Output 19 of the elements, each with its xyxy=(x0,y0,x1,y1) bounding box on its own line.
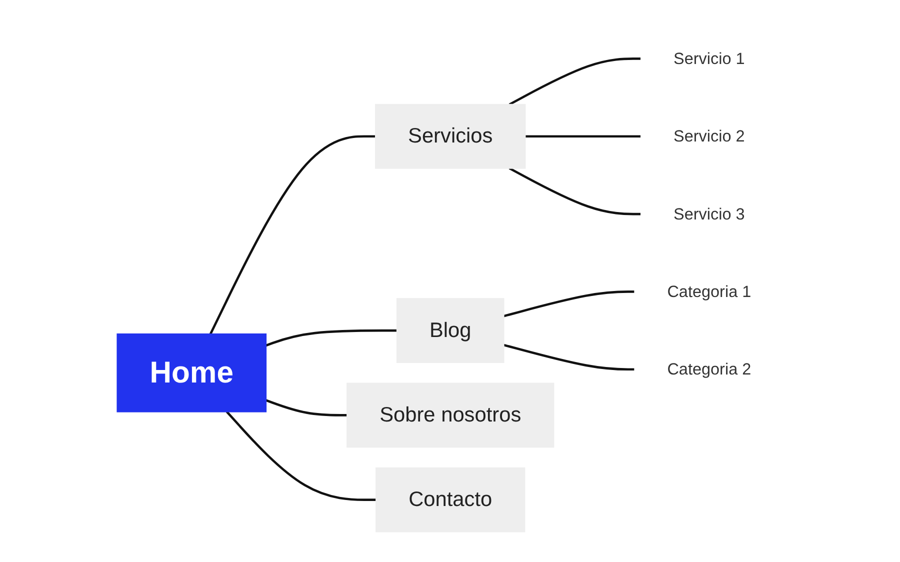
connector xyxy=(209,135,376,335)
node-text: Servicio 1 xyxy=(673,48,744,68)
node-text: Servicio 3 xyxy=(673,204,744,223)
node-box: Servicios xyxy=(374,104,526,169)
connector xyxy=(502,290,634,318)
node-box: Home xyxy=(116,333,266,412)
node-text: Categoria 2 xyxy=(666,360,751,378)
connector xyxy=(502,344,634,371)
node-text: Servicio 2 xyxy=(673,126,744,146)
connector xyxy=(265,399,347,416)
node-box: Contacto xyxy=(375,467,525,532)
connector xyxy=(225,410,376,501)
connector xyxy=(524,135,641,138)
connector xyxy=(265,329,397,347)
node-box: Sobre nosotros xyxy=(346,382,554,448)
node-text: Categoria 1 xyxy=(666,282,751,300)
node-box: Blog xyxy=(396,298,504,364)
connector xyxy=(508,58,641,106)
connector xyxy=(508,167,641,216)
